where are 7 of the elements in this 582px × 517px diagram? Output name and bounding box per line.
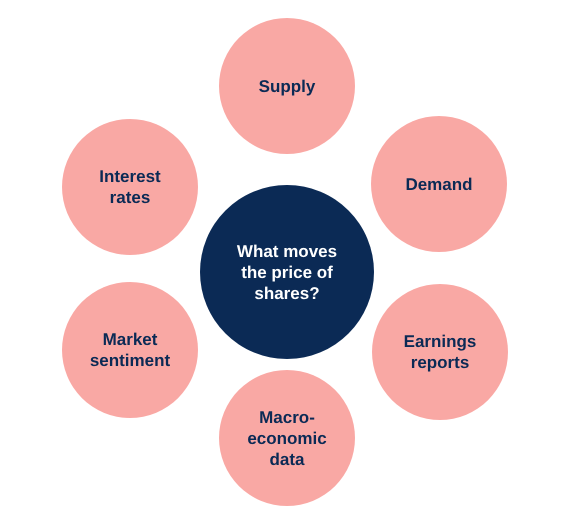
- circle-label: Interest rates: [98, 166, 162, 208]
- circle-label: Macro-economic data: [246, 406, 328, 470]
- circle-label: What moves the price of shares?: [236, 240, 338, 304]
- circle-label: Market sentiment: [88, 329, 172, 371]
- circle-label: Supply: [258, 76, 316, 96]
- circle-label: Earnings reports: [402, 331, 478, 373]
- circle-label: Demand: [405, 174, 473, 194]
